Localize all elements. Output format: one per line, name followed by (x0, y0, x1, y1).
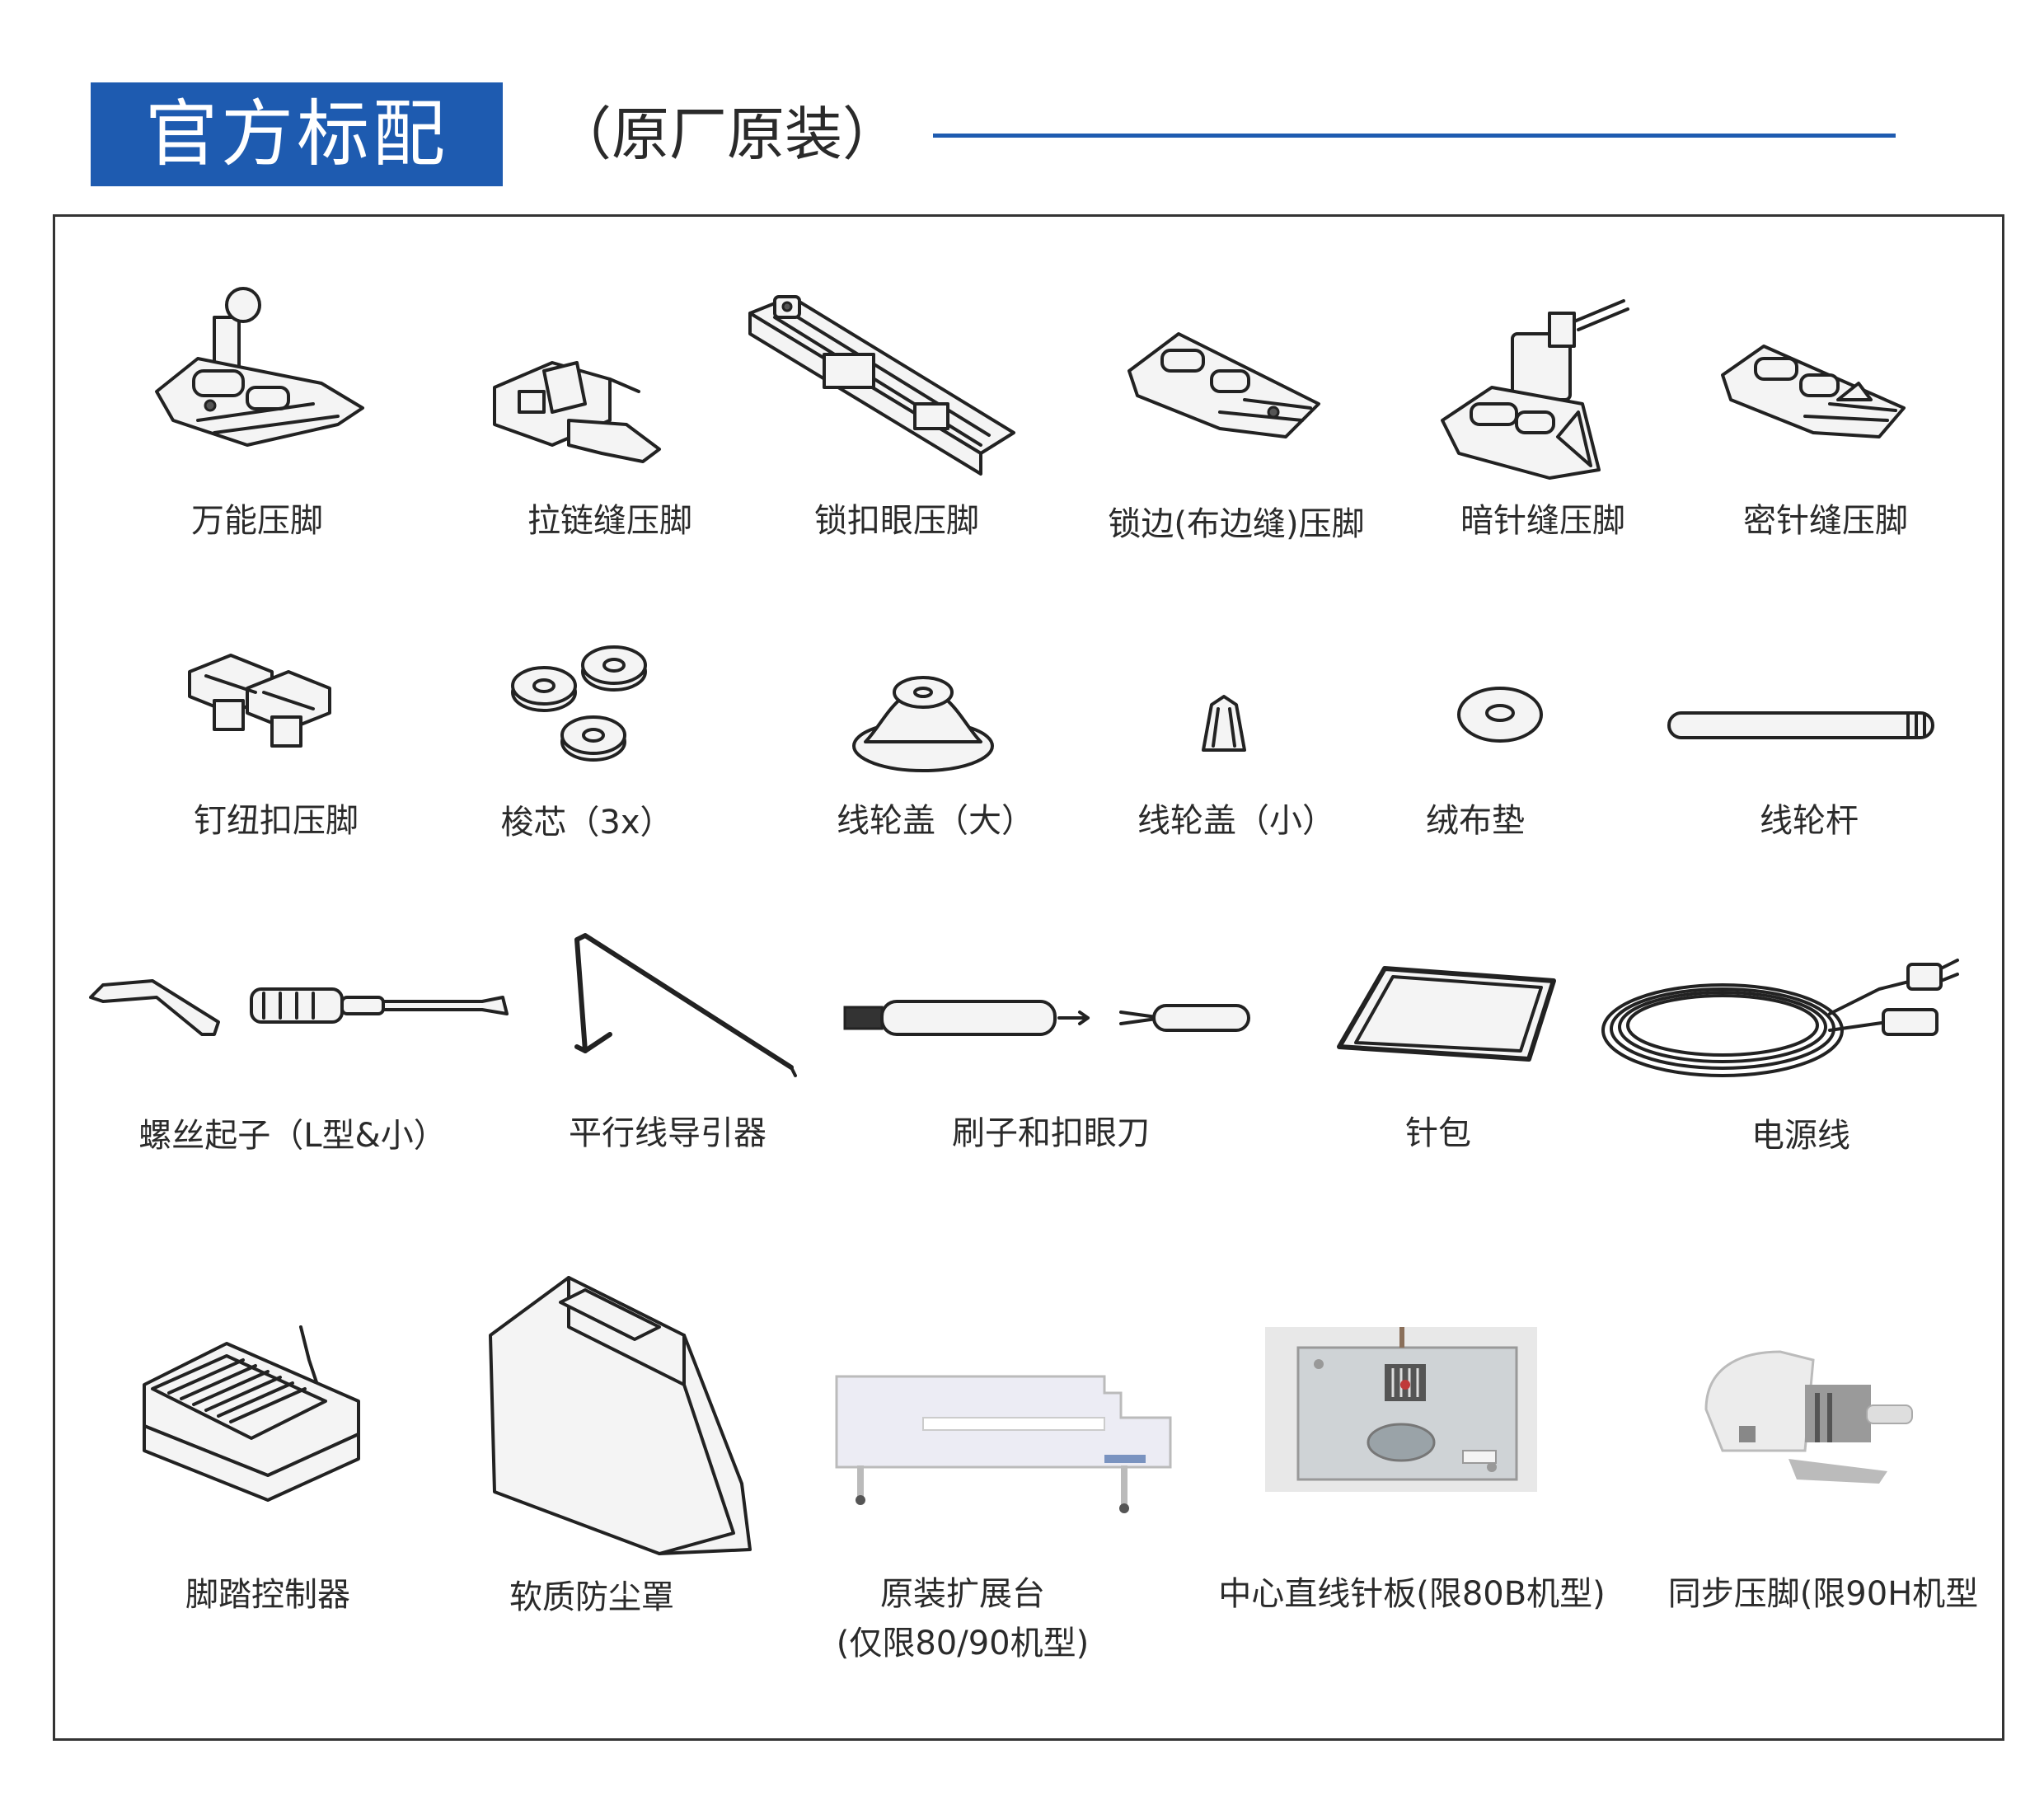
needle-pack-icon (1337, 966, 1556, 1062)
item-label: 线轮盖（小） (1137, 802, 1335, 840)
dust-cover-icon (489, 1276, 752, 1555)
item-label: 密针缝压脚 (1743, 502, 1908, 540)
spool-cap-large-icon (852, 676, 994, 772)
needle-plate-icon (1265, 1327, 1537, 1492)
item-label: 脚踏控制器 (185, 1576, 350, 1614)
brush-seam-ripper-icon (843, 1000, 1250, 1036)
item-label: 绒布垫 (1426, 802, 1525, 840)
power-cord-icon (1601, 959, 1959, 1077)
item-label: 锁边(布边缝)压脚 (1108, 505, 1365, 543)
button-sewing-foot-icon (188, 654, 331, 748)
foot-controller-icon (143, 1325, 360, 1502)
item-label: 平行线导引器 (569, 1114, 766, 1152)
screwdriver-icon (89, 979, 509, 1036)
item-label: 原装扩展台 (880, 1575, 1045, 1613)
item-label: 线轮盖（大） (837, 802, 1034, 840)
item-label: 刷子和扣眼刀 (952, 1114, 1150, 1152)
item-label: 针包 (1405, 1114, 1471, 1152)
bobbin-icon (511, 645, 647, 762)
item-label: 锁扣眼压脚 (814, 502, 979, 540)
page-title: 官方标配 (144, 91, 448, 176)
page-subtitle: （原厂原装） (554, 101, 900, 168)
item-label: 同步压脚(限90H机型 (1667, 1575, 1979, 1613)
spool-pin-icon (1667, 711, 1934, 739)
item-label: 中心直线针板(限80B机型) (1218, 1575, 1606, 1613)
item-label-note: (仅限80/90机型) (836, 1625, 1090, 1662)
blind-stitch-foot-icon (1441, 299, 1629, 480)
felt-pad-icon (1457, 687, 1543, 743)
item-label: 拉链缝压脚 (527, 502, 692, 540)
spool-cap-small-icon (1202, 695, 1246, 752)
item-label: 暗针缝压脚 (1460, 502, 1625, 540)
item-label: 梭芯（3x） (500, 804, 673, 842)
satin-stitch-foot-icon (1721, 345, 1906, 438)
item-label: 钉纽扣压脚 (194, 802, 359, 840)
extension-table-icon (835, 1375, 1172, 1513)
accessories-frame (53, 214, 2004, 1741)
item-label: 电源线 (1751, 1117, 1850, 1155)
header-rule (933, 134, 1896, 138)
walking-foot-icon (1704, 1350, 1913, 1484)
quilting-guide-icon (574, 933, 797, 1077)
item-label: 螺丝起子（L型&小） (138, 1117, 447, 1155)
zipper-foot-icon (493, 361, 661, 463)
item-label: 万能压脚 (191, 502, 323, 540)
overcasting-foot-icon (1127, 332, 1320, 438)
universal-presser-foot-icon (155, 287, 364, 447)
title-background (91, 82, 503, 186)
item-label: 线轮杆 (1760, 802, 1859, 840)
buttonhole-foot-icon (748, 295, 1015, 476)
item-label: 软质防尘罩 (509, 1578, 674, 1616)
